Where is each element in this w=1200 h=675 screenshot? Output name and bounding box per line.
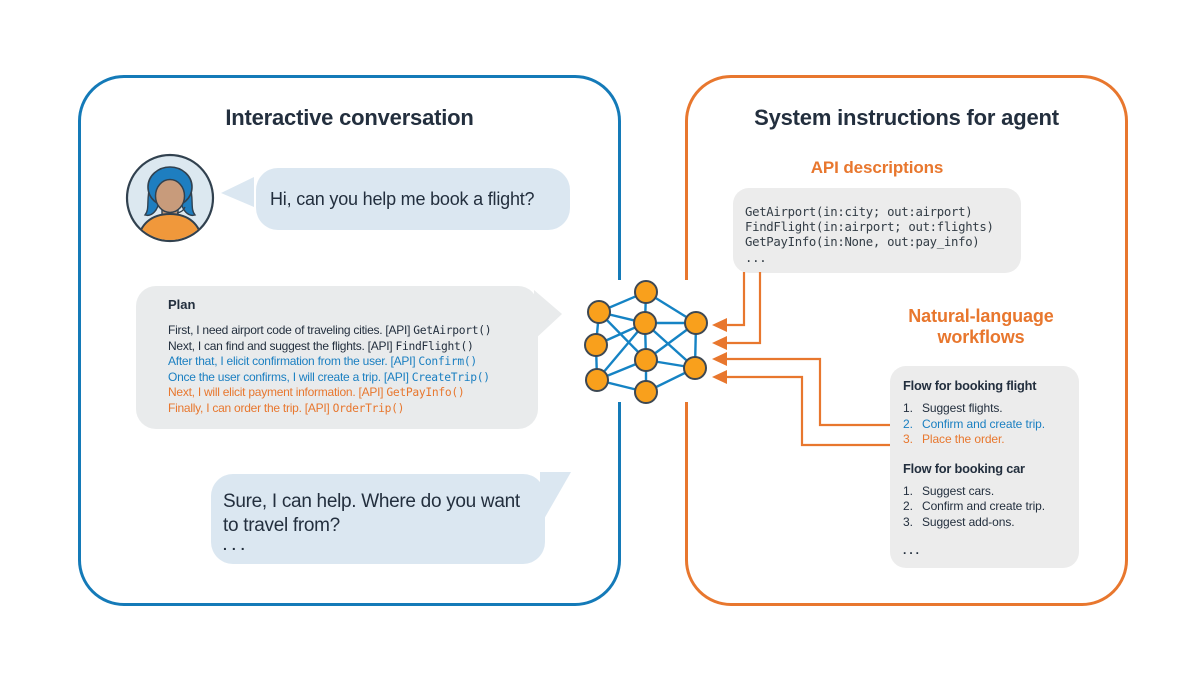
plan-line-text: Once the user confirms, I will create a … (168, 369, 412, 384)
flow-flight-steps: 1. Suggest flights. 2. Confirm and create … (903, 401, 1073, 448)
step-text: Suggest flights. (922, 401, 1003, 415)
flow-step: 2. Confirm and create trip. (903, 417, 1073, 433)
plan-line: First, I need airport code of traveling … (168, 323, 530, 339)
step-number: 3. (903, 514, 913, 529)
plan-line-api: GetAirport() (413, 324, 492, 337)
plan-heading: Plan (168, 297, 196, 312)
plan-line-text: Next, I will elicit payment information.… (168, 385, 387, 399)
step-text: Place the order. (922, 432, 1005, 446)
api-code-line: GetAirport(in:city; out:airport) (745, 205, 973, 219)
plan-line-api: GetPayInfo() (386, 386, 465, 399)
api-descriptions-box: GetAirport(in:city; out:airport) FindFli… (733, 188, 1021, 273)
agent-message-bubble: Sure, I can help. Where do you want to t… (211, 474, 545, 564)
flow-step: 1. Suggest cars. (903, 484, 1073, 500)
agent-message-ellipsis: ... (223, 537, 250, 553)
avatar-chin-line (176, 206, 186, 214)
plan-line-api: Confirm() (418, 355, 477, 368)
flow-step: 3. Place the order. (903, 432, 1073, 448)
step-number: 1. (903, 483, 913, 498)
api-code-line: GetPayInfo(in:None, out:pay_info) (745, 235, 980, 250)
step-text: Confirm and create trip. (922, 499, 1045, 513)
right-panel-title: System instructions for agent (754, 105, 1059, 130)
step-text: Suggest add-ons. (922, 514, 1015, 529)
flow-step: 1. Suggest flights. (903, 401, 1073, 417)
step-text: Suggest cars. (922, 483, 995, 498)
step-number: 2. (903, 499, 913, 513)
flow-step: 3. Suggest add-ons. (903, 515, 1073, 531)
flow-car-steps: 1. Suggest cars. 2. Confirm and create tri… (903, 484, 1073, 531)
interactive-conversation-panel: Interactive conversation Hi, can you hel… (78, 75, 621, 606)
plan-line: Next, I can find and suggest the flights… (168, 339, 530, 355)
plan-line-text: First, I need airport code of traveling … (168, 323, 414, 337)
user-message-text: Hi, can you help me book a flight? (270, 188, 535, 209)
step-number: 2. (903, 416, 913, 431)
user-message-bubble: Hi, can you help me book a flight? (256, 168, 570, 230)
plan-line-text: Next, I can find and suggest the flights… (168, 338, 396, 353)
natural-language-workflows-heading: Natural-language workflows (841, 306, 1121, 348)
api-code-line: FindFlight(in:airport; out:flights) (745, 220, 994, 235)
plan-line-api: OrderTrip() (332, 401, 405, 415)
plan-line-text: Finally, I can order the trip. [API] (168, 400, 333, 415)
step-number: 1. (903, 401, 913, 415)
avatar-face (154, 178, 186, 214)
plan-line: Finally, I can order the trip. [API] Ord… (168, 401, 530, 417)
plan-line-api: FindFlight() (395, 339, 474, 353)
user-avatar-icon (125, 153, 215, 243)
left-panel-title: Interactive conversation (225, 105, 474, 130)
api-code-ellipsis: ... (745, 250, 767, 265)
workflows-ellipsis: ... (903, 543, 923, 557)
flow-flight-title: Flow for booking flight (903, 378, 1037, 393)
system-instructions-panel: System instructions for agent API descri… (685, 75, 1128, 606)
step-text: Confirm and create trip. (922, 416, 1045, 431)
plan-line-api: CreateTrip() (411, 370, 490, 384)
api-descriptions-heading: API descriptions (810, 158, 944, 177)
nl-heading-line1: Natural-language (908, 306, 1054, 326)
plan-line-text: After that, I elicit confirmation from t… (168, 354, 419, 368)
plan-line: After that, I elicit confirmation from t… (168, 354, 530, 370)
plan-line: Next, I will elicit payment information.… (168, 385, 530, 401)
plan-line: Once the user confirms, I will create a … (168, 370, 530, 386)
plan-bubble: Plan First, I need airport code of trave… (136, 286, 538, 429)
flow-step: 2. Confirm and create trip. (903, 499, 1073, 515)
flow-car-title: Flow for booking car (903, 460, 1025, 476)
agent-message-text: Sure, I can help. Where do you want to t… (223, 491, 520, 536)
workflows-box: Flow for booking flight 1. Suggest flight… (890, 366, 1079, 568)
nl-heading-line2: workflows (937, 327, 1025, 347)
step-number: 3. (903, 432, 913, 446)
